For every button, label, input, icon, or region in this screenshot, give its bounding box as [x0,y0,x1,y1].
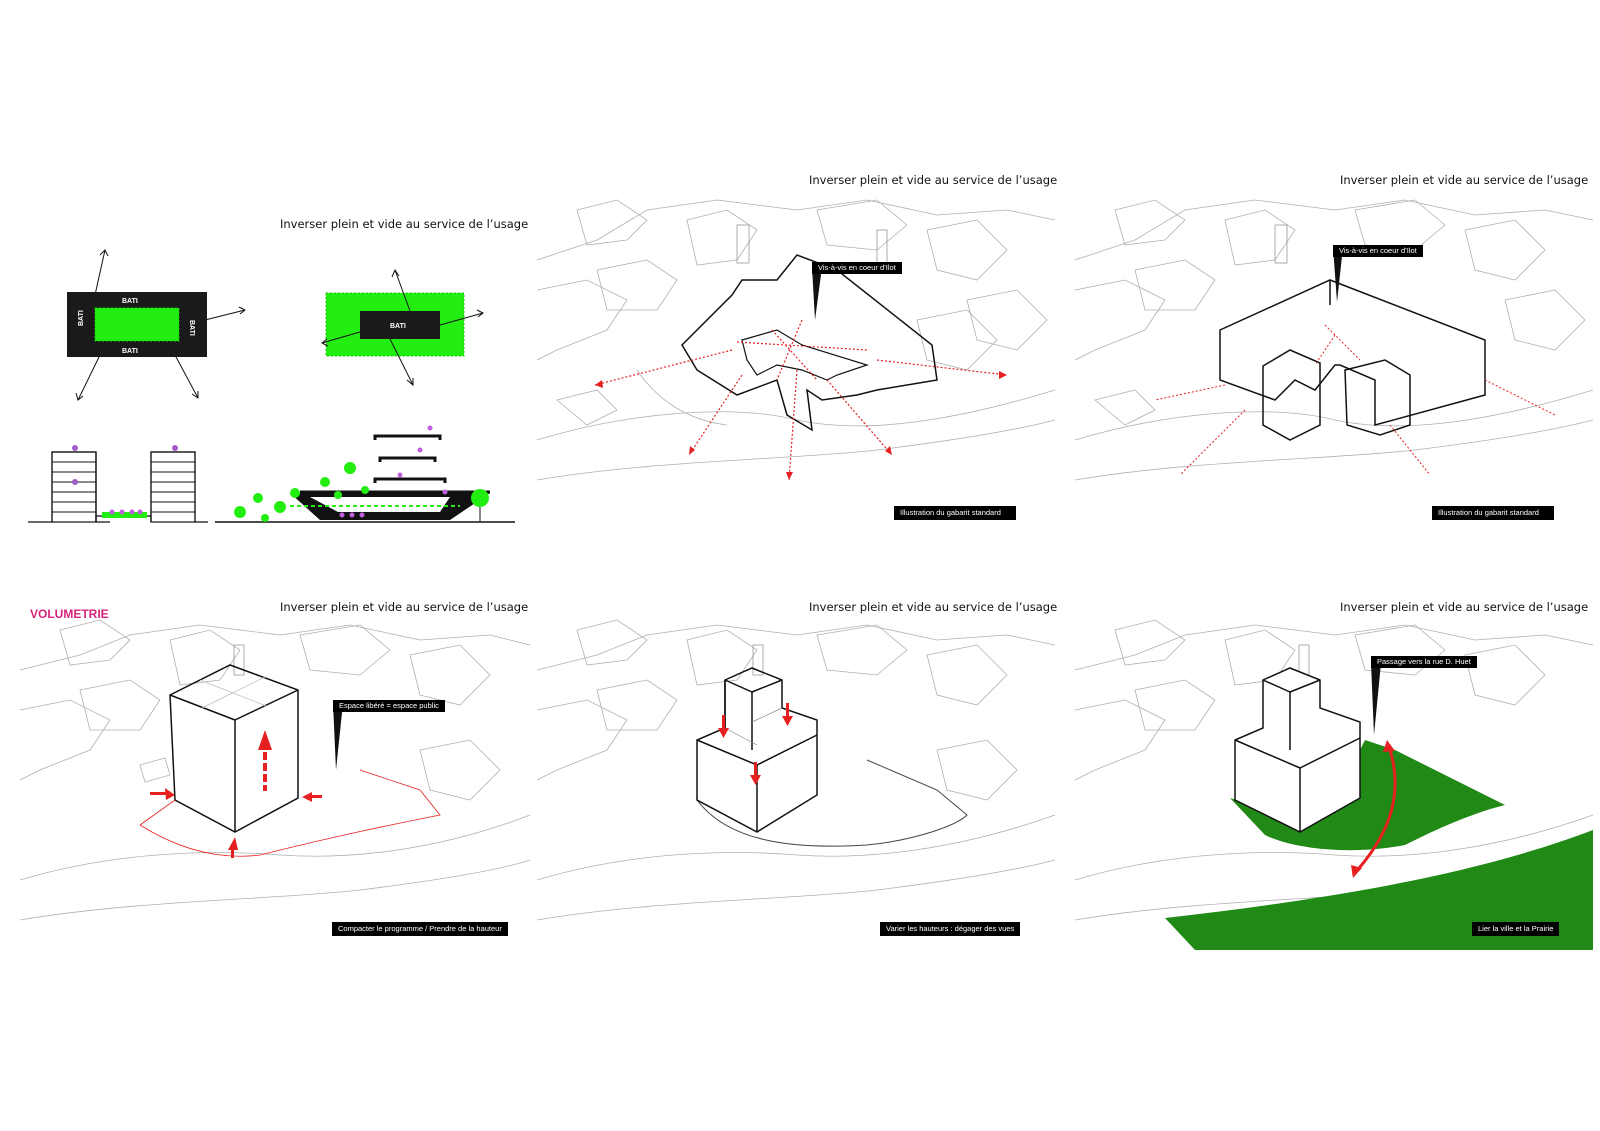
bati-block-right [360,311,440,339]
tower-volume [169,664,299,833]
slab-long [1219,279,1486,426]
courtyard-green [94,307,180,342]
axonometric-drawing [536,199,1056,481]
bati-label-bottom: BATI [122,348,138,355]
panel-volumetrie: VOLUMETRIE Inverser plein et vide au ser… [19,600,531,960]
callout-vis-a-vis: Vis-à-vis en coeur d’Ilot [812,262,902,274]
bati-label-right: BATI [188,320,195,336]
callout-vis-a-vis: Vis-à-vis en coeur d’Ilot [1333,245,1423,257]
callout-espace-libere: Espace libéré = espace public [333,700,445,712]
caption: Illustration du gabarit standard [1432,506,1554,520]
axonometric-drawing [536,619,1056,921]
bati-label-left: BATI [78,310,85,326]
caption: Illustration du gabarit standard [894,506,1016,520]
panel-title: Inverser plein et vide au service de l’u… [809,600,1058,614]
caption: Varier les hauteurs : dégager des vues [880,922,1021,936]
panel-schemas: Inverser plein et vide au service de l’u… [20,200,530,540]
prairie-area [1165,830,1593,950]
panel-title: Inverser plein et vide au service de l’u… [809,173,1058,187]
schema-drawing: BATI BATI BATI BATI BATI [28,249,515,523]
axonometric-drawing [1074,199,1594,481]
panel-title: Inverser plein et vide au service de l’u… [280,600,529,614]
volumetrie-heading: VOLUMETRIE [30,607,109,621]
panel-standard-gabarit-2: Inverser plein et vide au service de l’u… [1074,170,1594,530]
caption: Lier la ville et la Prairie [1472,922,1560,936]
bati-label-top: BATI [122,298,138,305]
stepped-volume [1234,667,1361,833]
stepped-volume [696,667,818,833]
axonometric-drawing [19,619,531,921]
callout-passage: Passage vers la rue D. Huet [1371,656,1477,668]
panel-lier-ville-prairie: Inverser plein et vide au service de l’u… [1074,600,1594,960]
panel-title: Inverser plein et vide au service de l’u… [1340,173,1589,187]
panel-title: Inverser plein et vide au service de l’u… [1340,600,1589,614]
ilot-outline [681,254,938,432]
caption: Compacter le programme / Prendre de la h… [332,922,508,936]
panel-standard-gabarit-1: Inverser plein et vide au service de l’u… [536,170,1058,530]
bati-label-center: BATI [390,323,406,330]
panel-title: Inverser plein et vide au service de l’u… [280,217,529,231]
panel-varier-hauteurs: Inverser plein et vide au service de l’u… [536,600,1058,960]
axonometric-drawing [1074,619,1594,950]
